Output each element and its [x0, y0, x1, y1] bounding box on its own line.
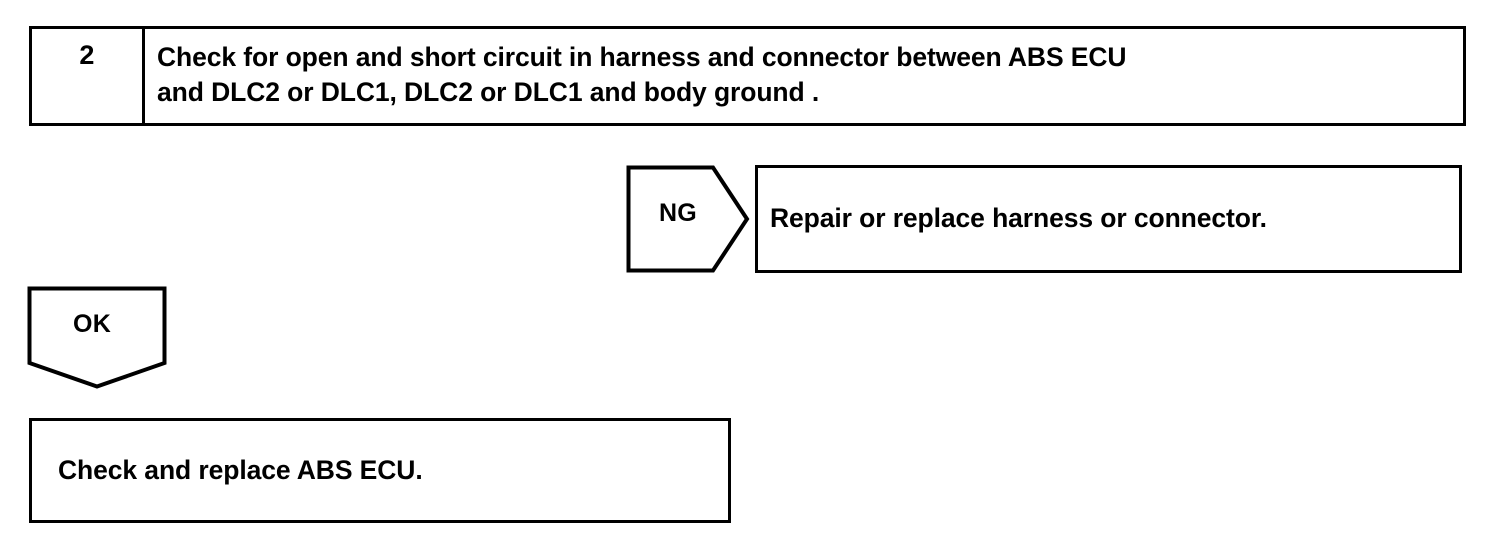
- ok-result-box: Check and replace ABS ECU.: [29, 418, 731, 523]
- ng-branch-arrow: NG: [626, 165, 750, 273]
- ok-result-text: Check and replace ABS ECU.: [58, 454, 423, 485]
- ng-arrow-shape: [626, 165, 750, 273]
- step-number: 2: [79, 40, 95, 70]
- ok-branch-label: OK: [73, 310, 112, 338]
- ok-arrow-shape: [27, 286, 167, 389]
- ok-branch-arrow: OK: [27, 286, 167, 389]
- step-instruction-text: Check for open and short circuit in harn…: [157, 42, 1127, 107]
- ng-result-text: Repair or replace harness or connector.: [770, 203, 1267, 234]
- step-row: 2 Check for open and short circuit in ha…: [29, 26, 1466, 126]
- step-instruction-cell: Check for open and short circuit in harn…: [145, 29, 1463, 123]
- ng-branch-label: NG: [658, 199, 698, 227]
- step-number-cell: 2: [32, 29, 145, 123]
- ng-result-box: Repair or replace harness or connector.: [755, 165, 1462, 273]
